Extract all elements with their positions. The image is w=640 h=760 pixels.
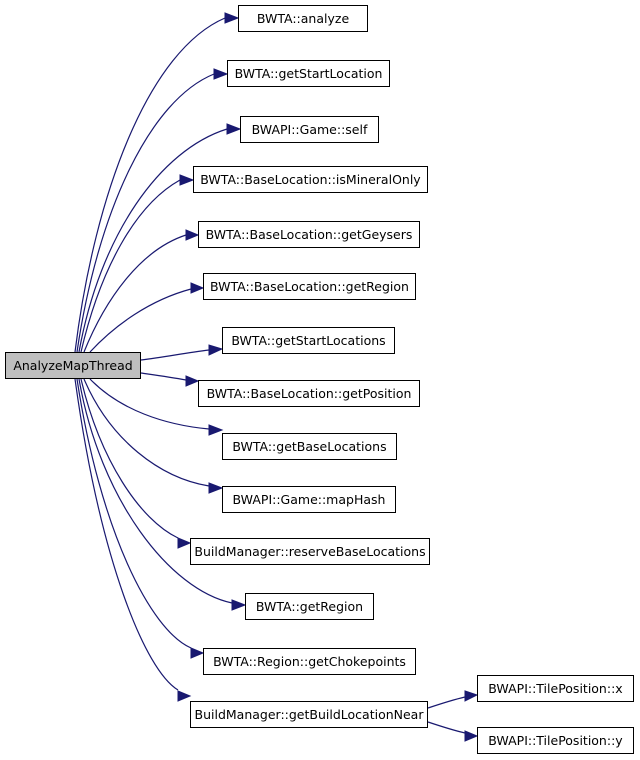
edge-root-baselocation-getregion: [89, 288, 192, 353]
edge-buildlocation-tileposition-x: [427, 696, 466, 709]
arrowhead-game-self: [226, 123, 242, 135]
arrowhead-tileposition-y: [464, 730, 479, 742]
edge-root-getstartlocations: [140, 349, 210, 361]
arrowhead-getposition: [185, 375, 200, 387]
arrowhead-getchokepoints: [190, 647, 205, 659]
node-bwta-getstartlocations[interactable]: BWTA::getStartLocations: [222, 327, 395, 354]
node-label: AnalyzeMapThread: [13, 358, 133, 373]
edge-buildlocation-tileposition-y: [427, 721, 466, 734]
edge-root-getchokepoints: [76, 378, 192, 649]
node-label: BWTA::getBaseLocations: [232, 439, 387, 454]
node-baselocation-getposition[interactable]: BWTA::BaseLocation::getPosition: [198, 380, 420, 407]
edge-root-reservebaselocations: [80, 378, 179, 539]
node-label: BWTA::analyze: [256, 11, 350, 26]
node-region-getchokepoints[interactable]: BWTA::Region::getChokepoints: [203, 648, 416, 675]
node-label: BWTA::BaseLocation::getGeysers: [205, 227, 413, 242]
edge-root-getstartlocation: [76, 73, 215, 353]
node-label: BWAPI::TilePosition::x: [488, 681, 623, 696]
arrowhead-getgeysers: [185, 229, 200, 241]
arrowhead-getstartlocation: [213, 68, 229, 80]
node-label: BWTA::getRegion: [255, 599, 364, 614]
edge-root-getbaselocations: [89, 378, 210, 430]
node-tileposition-x[interactable]: BWAPI::TilePosition::x: [477, 675, 634, 702]
node-baselocation-getgeysers[interactable]: BWTA::BaseLocation::getGeysers: [198, 221, 420, 248]
arrowhead-reservebaselocations: [177, 537, 192, 549]
node-bwta-getstartlocation[interactable]: BWTA::getStartLocation: [227, 60, 390, 87]
arrowhead-getbaselocations: [208, 424, 224, 436]
edge-root-maphash: [83, 378, 210, 487]
node-label: BuildManager::getBuildLocationNear: [194, 707, 424, 722]
arrowhead-ismineralonly: [179, 174, 195, 186]
node-buildmanager-reservebaselocations[interactable]: BuildManager::reserveBaseLocations: [190, 538, 430, 565]
arrowhead-analyze: [224, 12, 240, 24]
node-label: BWTA::getStartLocations: [231, 333, 386, 348]
node-baselocation-getregion[interactable]: BWTA::BaseLocation::getRegion: [203, 273, 416, 300]
node-label: BWAPI::Game::self: [251, 122, 368, 137]
node-bwapi-game-self[interactable]: BWAPI::Game::self: [240, 116, 379, 143]
arrowhead-tileposition-x: [464, 690, 479, 702]
edge-root-analyze: [74, 17, 226, 353]
node-bwapi-game-maphash[interactable]: BWAPI::Game::mapHash: [222, 486, 396, 513]
arrowhead-baselocation-getregion: [190, 282, 205, 294]
arrowhead-maphash: [208, 482, 224, 494]
node-tileposition-y[interactable]: BWAPI::TilePosition::y: [477, 727, 634, 754]
edge-root-game-self: [78, 128, 228, 353]
node-label: BWAPI::Game::mapHash: [232, 492, 386, 507]
arrowhead-bwta-getregion: [231, 599, 247, 611]
node-baselocation-ismineralonly[interactable]: BWTA::BaseLocation::isMineralOnly: [193, 166, 428, 193]
node-buildmanager-getbuildlocationnear[interactable]: BuildManager::getBuildLocationNear: [190, 701, 428, 728]
edge-root-getposition: [140, 372, 187, 381]
edge-root-ismineralonly: [80, 179, 181, 353]
node-bwta-getbaselocations[interactable]: BWTA::getBaseLocations: [222, 433, 397, 460]
node-label: BWTA::BaseLocation::isMineralOnly: [200, 172, 421, 187]
arrowhead-getstartlocations: [208, 344, 224, 356]
node-label: BWTA::Region::getChokepoints: [213, 654, 406, 669]
node-label: BWTA::getStartLocation: [234, 66, 383, 81]
arrowhead-getbuildlocationnear: [177, 690, 192, 702]
node-label: BuildManager::reserveBaseLocations: [194, 544, 426, 559]
node-bwta-getregion[interactable]: BWTA::getRegion: [245, 593, 374, 620]
edge-root-bwta-getregion: [78, 378, 233, 604]
node-label: BWTA::BaseLocation::getRegion: [210, 279, 409, 294]
edge-root-getgeysers: [83, 234, 187, 353]
edge-root-getbuildlocationnear: [74, 378, 179, 691]
node-bwta-analyze[interactable]: BWTA::analyze: [238, 5, 368, 32]
node-label: BWTA::BaseLocation::getPosition: [206, 386, 412, 401]
node-label: BWAPI::TilePosition::y: [488, 733, 623, 748]
node-analyzemapthread: AnalyzeMapThread: [5, 352, 141, 379]
